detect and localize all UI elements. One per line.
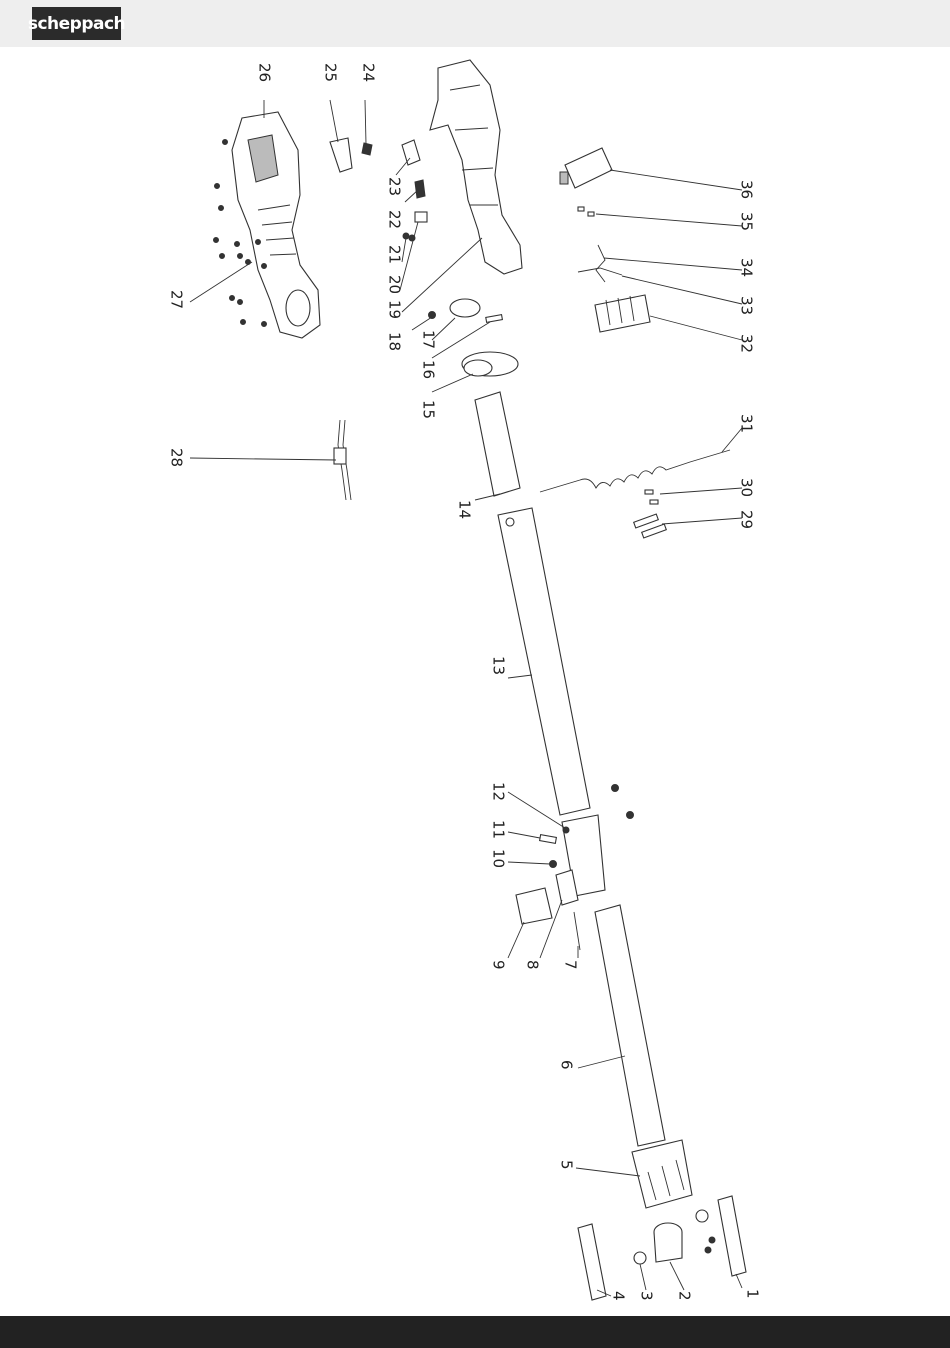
part-11-bolt <box>540 835 557 844</box>
part-label-5: 5 <box>558 1160 576 1170</box>
part-4-guard-rod <box>578 1224 606 1300</box>
part-36-switch <box>560 148 612 188</box>
part-label-14: 14 <box>456 500 474 519</box>
part-32-circuit-board <box>595 295 650 332</box>
part-label-23: 23 <box>386 177 404 196</box>
part-label-32: 32 <box>738 334 756 353</box>
part-23-latch <box>402 140 420 165</box>
part-label-29: 29 <box>738 510 756 529</box>
part-label-25: 25 <box>322 63 340 82</box>
part-33-wire <box>578 268 622 275</box>
part-17-clamp <box>450 299 480 317</box>
part-6-lower-tube <box>595 905 665 1146</box>
part-label-31: 31 <box>738 414 756 433</box>
exploded-parts-diagram: 1 2 3 4 5 6 7 8 9 10 11 12 13 14 15 16 1… <box>0 47 950 1316</box>
part-28-cable <box>334 420 351 500</box>
part-24-spring <box>362 143 372 155</box>
page-header: scheppach <box>0 0 950 47</box>
part-14-upper-tube <box>475 392 520 496</box>
part-label-26: 26 <box>256 63 274 82</box>
part-31-coiled-cord <box>540 450 730 492</box>
part-7-pin <box>574 912 580 950</box>
part-3-screw <box>634 1252 646 1264</box>
part-label-13: 13 <box>490 656 508 675</box>
part-label-17: 17 <box>420 330 438 349</box>
part-1-trimmer-guide <box>705 1196 746 1276</box>
part-label-20: 20 <box>386 275 404 294</box>
part-label-21: 21 <box>386 245 404 264</box>
part-label-3: 3 <box>638 1291 656 1301</box>
page-footer <box>0 1316 950 1348</box>
part-label-15: 15 <box>420 400 438 419</box>
part-5-head-cover <box>632 1140 692 1208</box>
part-19-handle-half <box>430 60 522 274</box>
part-label-33: 33 <box>738 296 756 315</box>
part-label-22: 22 <box>386 210 404 229</box>
part-label-6: 6 <box>558 1060 576 1070</box>
part-label-11: 11 <box>490 820 508 839</box>
part-22-spring <box>415 180 425 198</box>
part-label-24: 24 <box>360 63 378 82</box>
part-25-lever <box>330 138 352 172</box>
part-label-9: 9 <box>490 960 508 970</box>
part-label-28: 28 <box>168 448 186 467</box>
part-30-sleeves <box>645 490 658 504</box>
part-label-8: 8 <box>524 960 542 970</box>
part-35-terminals <box>578 207 594 216</box>
part-2-collar <box>654 1210 708 1262</box>
part-13-main-tube <box>498 508 590 815</box>
part-label-18: 18 <box>386 332 404 351</box>
part-20-switch-button <box>415 212 427 222</box>
part-26-handle-cover <box>232 112 320 338</box>
part-label-27: 27 <box>168 290 186 309</box>
part-label-36: 36 <box>738 180 756 199</box>
part-9-bracket <box>516 888 552 924</box>
part-label-12: 12 <box>490 782 508 801</box>
part-label-35: 35 <box>738 212 756 231</box>
part-label-10: 10 <box>490 849 508 868</box>
part-label-7: 7 <box>562 960 580 970</box>
part-29-connectors <box>634 514 667 538</box>
part-label-30: 30 <box>738 478 756 497</box>
brand-logo: scheppach <box>32 7 121 40</box>
part-label-2: 2 <box>676 1291 694 1301</box>
part-16-screw <box>486 315 503 323</box>
part-label-19: 19 <box>386 300 404 319</box>
parts-drawing <box>214 60 747 1300</box>
part-label-4: 4 <box>610 1291 628 1301</box>
part-15-clamp-ring <box>462 352 518 376</box>
part-label-34: 34 <box>738 258 756 277</box>
part-34-wire-harness <box>596 245 605 282</box>
part-10-nut <box>550 861 557 868</box>
part-label-1: 1 <box>744 1289 762 1299</box>
part-label-16: 16 <box>420 360 438 379</box>
